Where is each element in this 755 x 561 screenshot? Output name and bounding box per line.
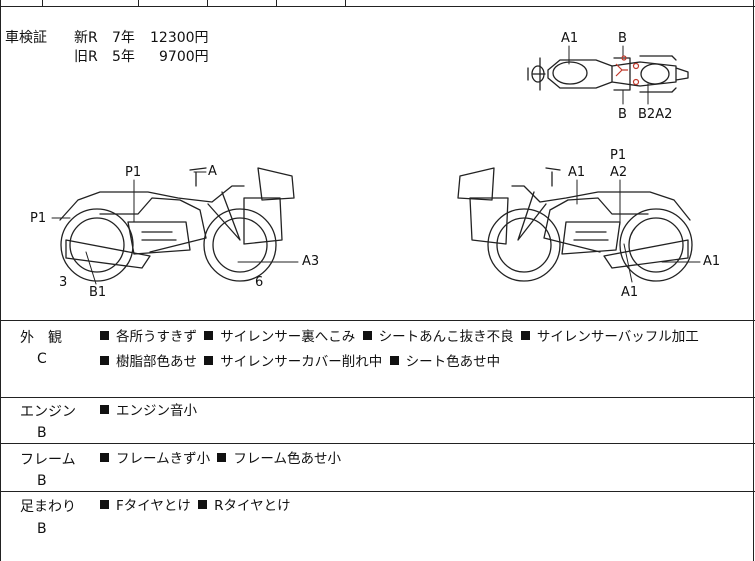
- note-item: シートあんこ抜き不良: [360, 329, 514, 345]
- label-right-a1: A1: [568, 165, 586, 180]
- note-item: シート色あせ中: [387, 354, 500, 370]
- label-top-b: B: [618, 31, 627, 46]
- bullet-square-icon: [204, 331, 214, 340]
- label-left-p1: P1: [125, 165, 142, 180]
- motorcycle-diagram: [51, 45, 701, 285]
- label-left-b1: B1: [89, 285, 107, 300]
- label-right-a1-bottom: A1: [621, 285, 639, 300]
- left-side-bike: [59, 167, 295, 282]
- row-grade-engine: B: [37, 425, 47, 441]
- label-left-a3: A3: [302, 254, 320, 269]
- inspection-type-old: 旧R: [74, 49, 98, 65]
- header-cell-divider: [345, 0, 346, 6]
- note-item: 樹脂部色あせ: [97, 354, 197, 370]
- damage-marks: [615, 55, 640, 86]
- label-left-6: 6: [255, 275, 264, 290]
- bullet-square-icon: [100, 500, 109, 509]
- row-grade-frame: B: [37, 473, 47, 489]
- header-bottom-border: [0, 6, 755, 7]
- sheet-right-border: [753, 0, 754, 561]
- header-cell-divider: [138, 0, 139, 6]
- row-items-frame: フレームきず小 フレーム色あせ小: [97, 447, 341, 472]
- leader-lines: [51, 45, 701, 285]
- inspection-years-new: 7年: [112, 30, 135, 46]
- row-category-frame: フレーム: [20, 452, 76, 468]
- bullet-square-icon: [100, 453, 109, 462]
- bullet-square-icon: [204, 356, 214, 365]
- inspection-years-old: 5年: [112, 49, 135, 65]
- note-item: 各所うすきず: [97, 329, 197, 345]
- note-item: サイレンサー裏へこみ: [201, 329, 355, 345]
- row-grade-exterior: C: [37, 351, 47, 367]
- label-top-b2a2: B2A2: [638, 107, 673, 122]
- row-items-engine: エンジン音小: [97, 399, 197, 424]
- label-left-p1-side: P1: [30, 211, 47, 226]
- bullet-square-icon: [198, 500, 208, 509]
- label-right-p1: P1: [610, 148, 627, 163]
- bullet-square-icon: [520, 331, 530, 340]
- label-right-a1-side: A1: [703, 254, 721, 269]
- header-cell-divider: [276, 0, 277, 6]
- sheet-left-border: [0, 0, 1, 561]
- note-item: Rタイヤとけ: [195, 498, 291, 514]
- row-category-suspension: 足まわり: [20, 499, 76, 515]
- right-side-bike: [457, 167, 693, 282]
- label-top-a1: A1: [561, 31, 579, 46]
- row-divider: [0, 491, 755, 492]
- bullet-square-icon: [100, 331, 109, 340]
- note-item: エンジン音小: [97, 403, 197, 419]
- bullet-square-icon: [100, 356, 109, 365]
- inspection-amount-old: 9700円: [159, 49, 209, 65]
- label-right-a2: A2: [610, 165, 628, 180]
- top-view-bike: [527, 55, 689, 93]
- header-cell-divider: [207, 0, 208, 6]
- header-cell-divider: [42, 0, 43, 6]
- bullet-square-icon: [100, 405, 109, 414]
- row-items-exterior: 各所うすきず サイレンサー裏へこみ シートあんこ抜き不良 サイレンサーバッフル加…: [97, 325, 752, 375]
- label-left-3: 3: [59, 275, 68, 290]
- bullet-square-icon: [389, 356, 399, 365]
- row-category-engine: エンジン: [20, 404, 76, 420]
- note-item: フレーム色あせ小: [214, 451, 341, 467]
- inspection-type-new: 新R: [74, 30, 98, 46]
- table-top-border: [0, 320, 755, 321]
- row-grade-suspension: B: [37, 521, 47, 537]
- note-item: サイレンサーバッフル加工: [518, 329, 699, 345]
- row-items-suspension: Fタイヤとけ Rタイヤとけ: [97, 494, 291, 519]
- inspection-label: 車検証: [5, 30, 47, 46]
- note-item: サイレンサーカバー削れ中: [201, 354, 382, 370]
- label-left-a: A: [208, 164, 217, 179]
- bullet-square-icon: [362, 331, 372, 340]
- label-top-b-bottom: B: [618, 107, 627, 122]
- row-category-exterior: 外 観: [20, 330, 62, 346]
- inspection-amount-new: 12300円: [150, 30, 209, 46]
- note-item: Fタイヤとけ: [97, 498, 191, 514]
- row-divider: [0, 397, 755, 398]
- note-item: フレームきず小: [97, 451, 210, 467]
- bullet-square-icon: [217, 453, 227, 462]
- row-divider: [0, 443, 755, 444]
